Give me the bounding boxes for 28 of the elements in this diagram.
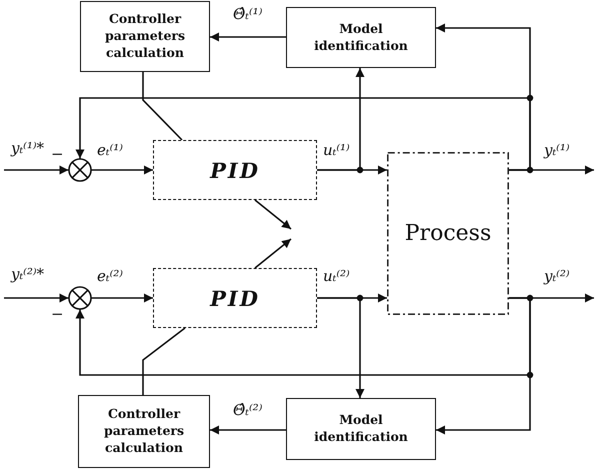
edge-label: yₜ⁽¹⁾ [543,142,571,159]
block-text: Process [404,221,492,246]
arrow [254,238,292,269]
function-block: Model identification [286,7,436,68]
summing-junction [68,286,92,310]
edge-label: yₜ⁽²⁾ [543,268,571,285]
arrow [4,294,68,302]
function-block: Model identification [286,398,436,460]
connector-line [142,327,186,395]
arrow [92,166,153,174]
arrow [317,297,364,398]
edge-label: yₜ⁽¹⁾* [10,140,46,157]
function-block: Controller parameters calculation [78,395,210,468]
process-block [387,152,509,315]
arrow [4,166,68,174]
connector-line [142,72,183,141]
arrow [210,32,286,42]
arrow [436,24,531,171]
edge-label: yₜ⁽²⁾* [10,266,46,283]
controller-block: PID [153,268,317,328]
summing-junction [68,158,92,182]
arrow [436,297,531,434]
function-block: Controller parameters calculation [80,1,210,72]
arrow [254,199,292,230]
arrow [210,426,286,434]
arrow [317,68,364,171]
controller-block: PID [153,140,317,200]
arrow [92,294,153,302]
